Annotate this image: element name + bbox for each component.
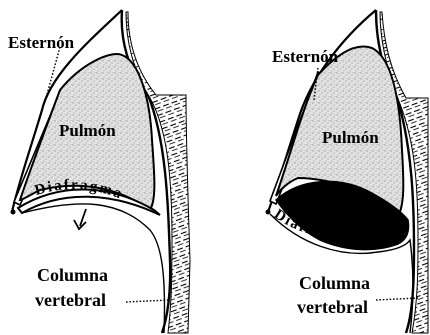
left-sternum-leader bbox=[46, 47, 60, 98]
left-panel: Esternón Pulmón Diafragma Columna verteb… bbox=[8, 10, 190, 333]
right-sternum-label: Esternón bbox=[272, 47, 339, 66]
left-spine-label-line2: vertebral bbox=[35, 290, 106, 310]
left-down-arrow-icon bbox=[74, 209, 86, 229]
left-spine-leader bbox=[126, 300, 170, 302]
right-spine-label-line1: Columna bbox=[299, 273, 370, 293]
left-sternum-tip bbox=[11, 210, 16, 215]
right-spine-label-line2: vertebral bbox=[297, 297, 368, 317]
right-sternum-tip bbox=[266, 210, 271, 215]
left-sternum-label: Esternón bbox=[8, 33, 75, 52]
right-lung-label: Pulmón bbox=[322, 128, 379, 147]
left-lung-label: Pulmón bbox=[59, 121, 116, 140]
right-panel: Esternón Pulmón Diafragma Columna verteb… bbox=[266, 10, 429, 333]
left-spine-label-line1: Columna bbox=[37, 265, 108, 285]
